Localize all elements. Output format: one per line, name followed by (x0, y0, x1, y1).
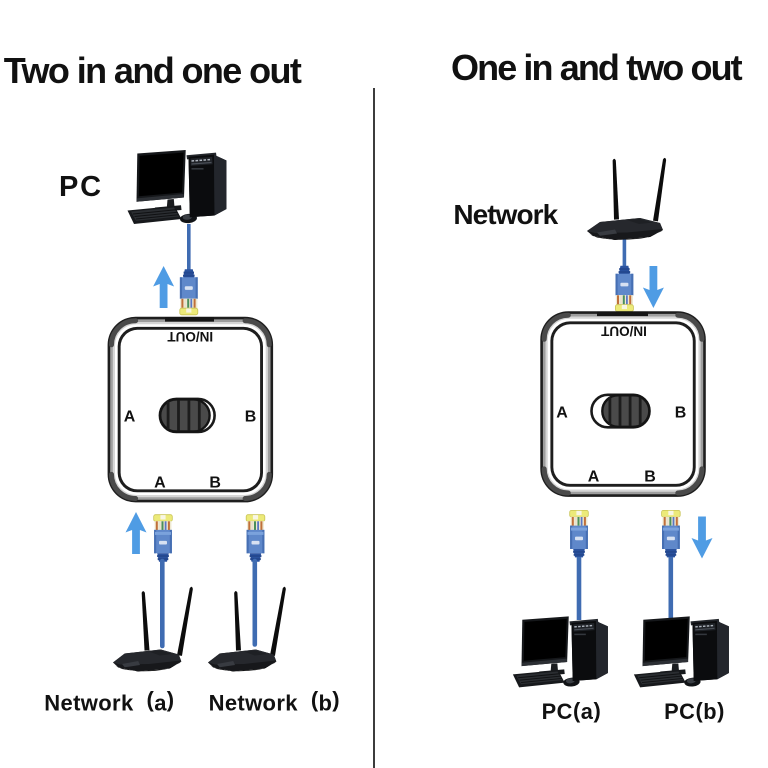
svg-text:A: A (556, 405, 568, 422)
svg-text:B: B (245, 409, 257, 426)
svg-text:A: A (124, 409, 136, 426)
svg-text:A: A (154, 474, 166, 491)
svg-text:B: B (675, 405, 687, 422)
svg-text:A: A (588, 469, 600, 486)
svg-text:IN/OUT: IN/OUT (167, 329, 214, 344)
svg-text:B: B (209, 474, 221, 491)
svg-text:B: B (644, 469, 656, 486)
svg-text:IN/OUT: IN/OUT (600, 324, 647, 339)
